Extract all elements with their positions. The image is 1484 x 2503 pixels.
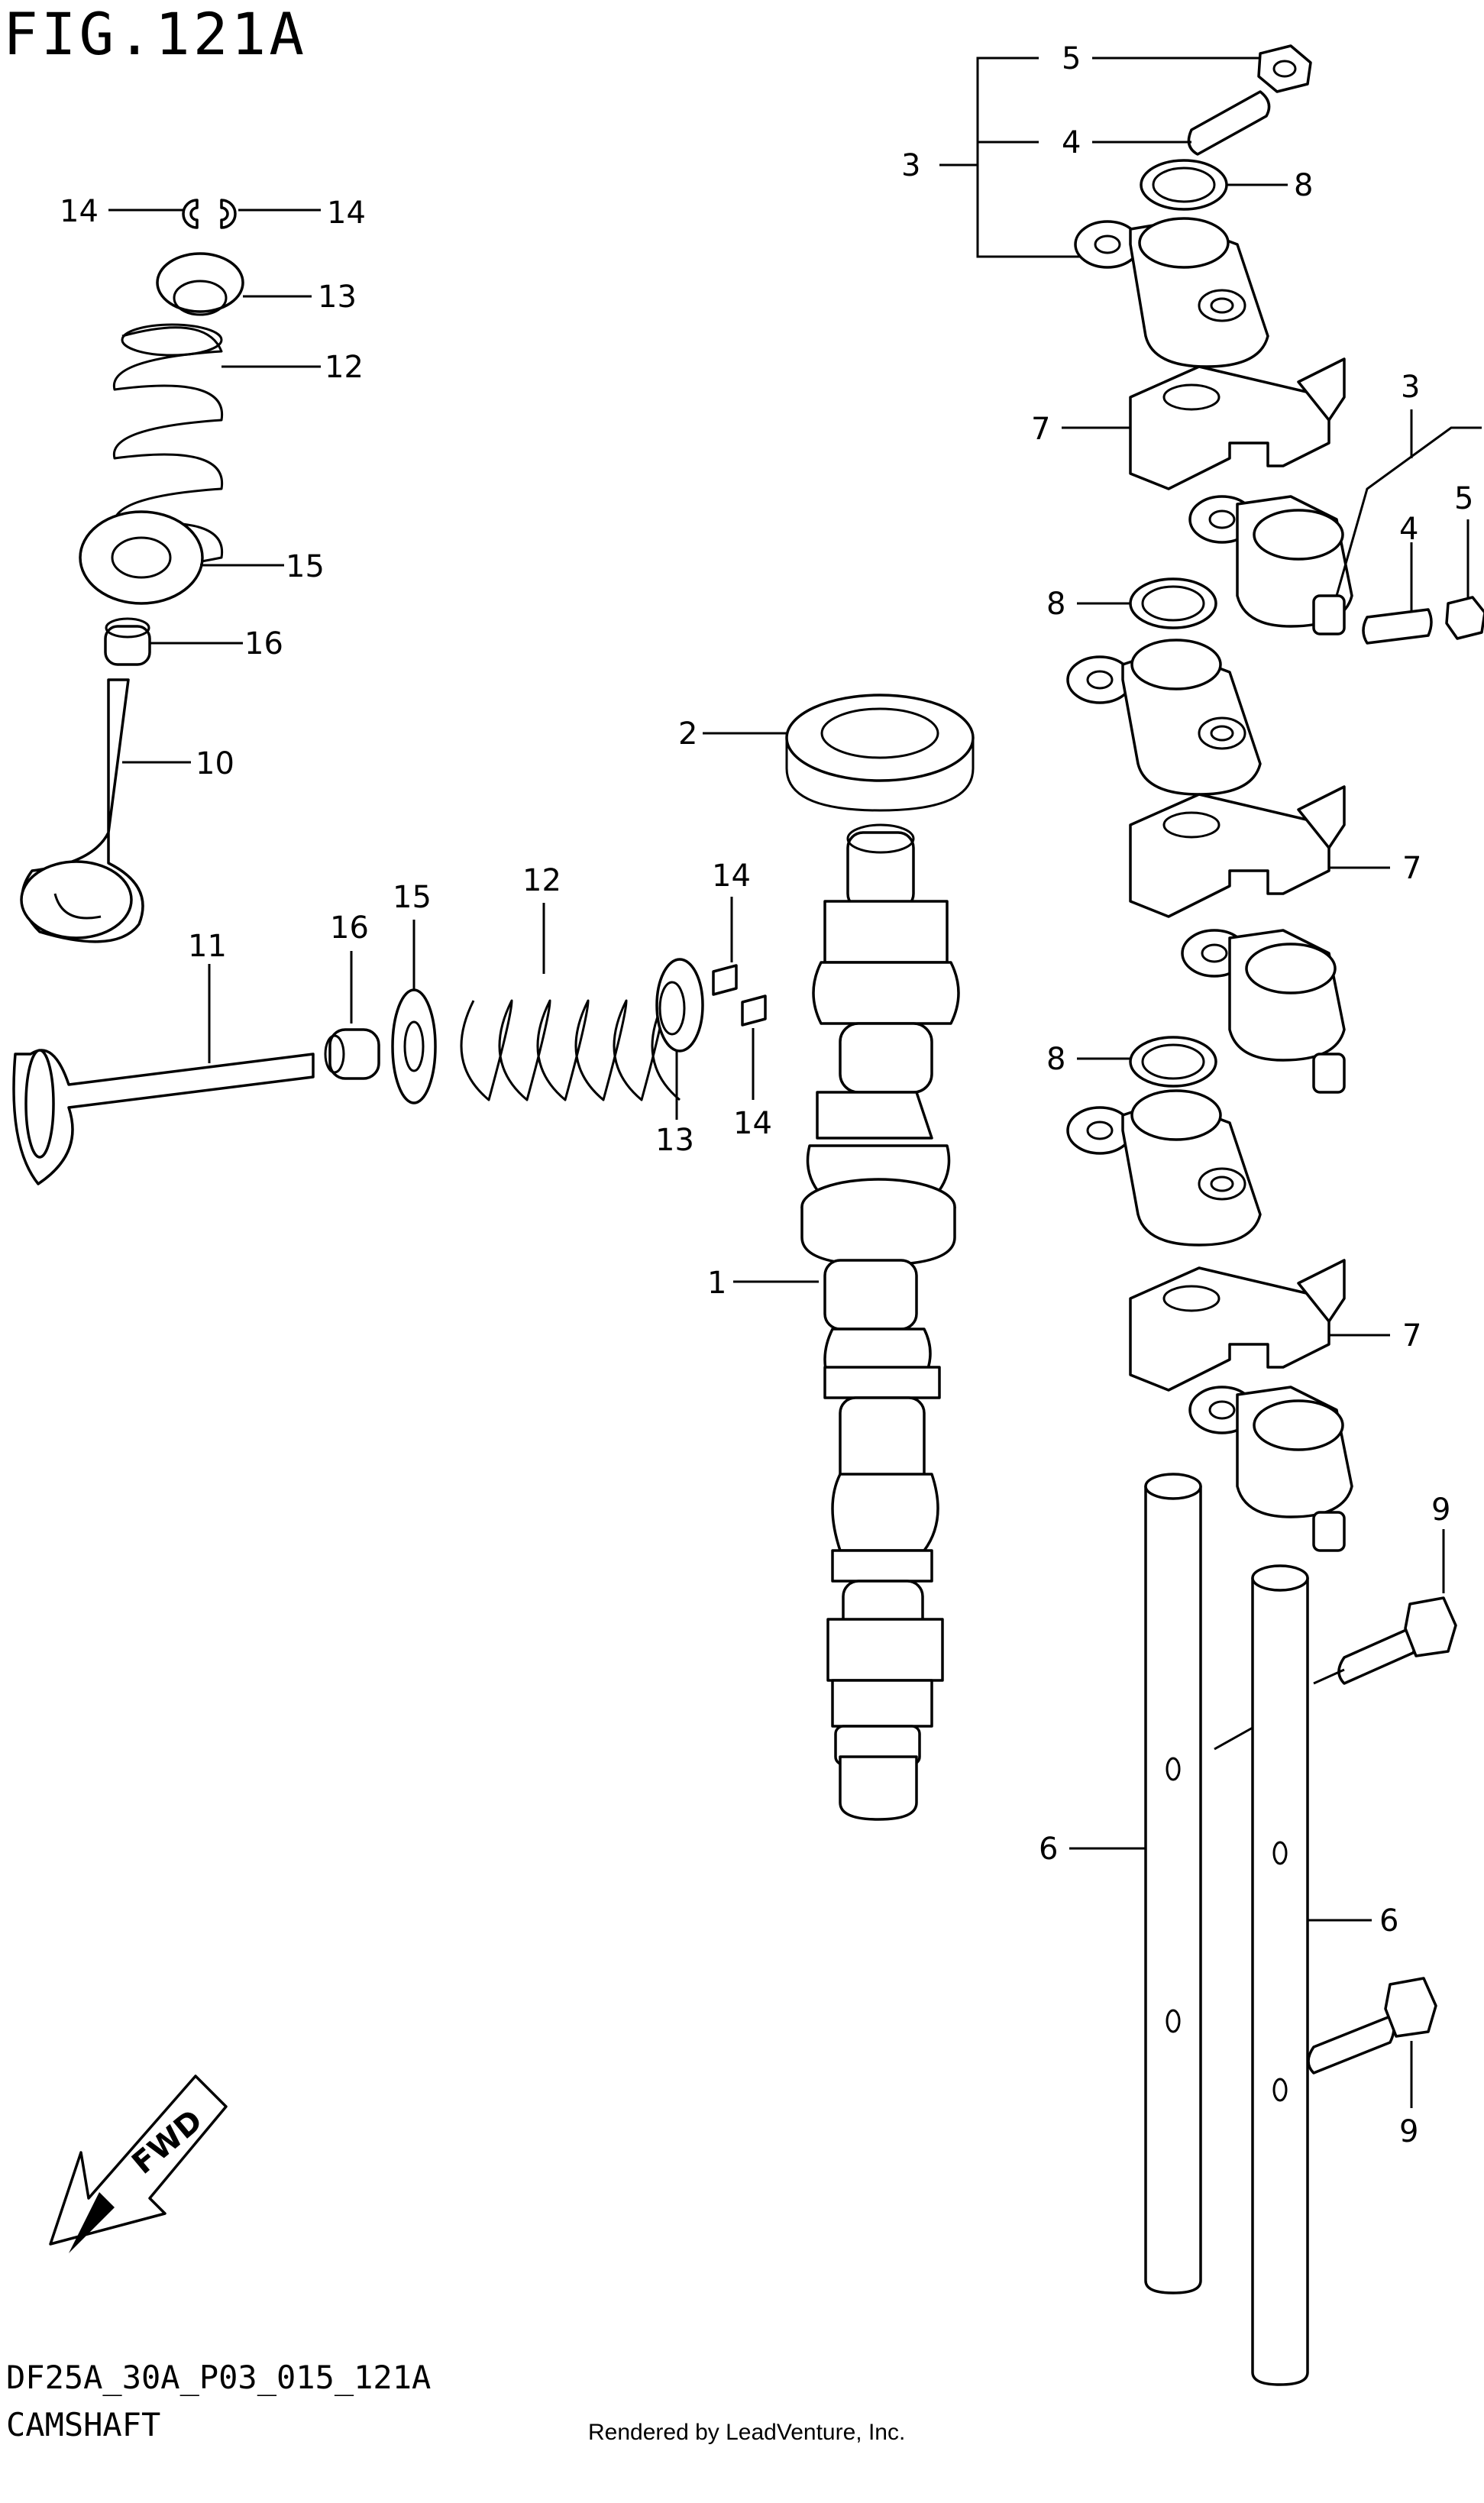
rocker-arm-2[interactable] — [1188, 495, 1353, 635]
rocker-shaft-holder-1[interactable]: 7 — [1031, 357, 1346, 490]
callout-9: 9 — [1431, 1492, 1450, 1528]
rocker-shaft-holder-2[interactable]: 7 — [1129, 785, 1421, 918]
callout-11: 11 — [188, 929, 227, 964]
callout-9: 9 — [1399, 2114, 1418, 2149]
callout-10: 10 — [196, 746, 234, 781]
rocker-adjust-nut-2[interactable] — [1445, 596, 1484, 640]
valve-spring-retainer-2[interactable]: 13 — [655, 958, 704, 1158]
callout-14: 14 — [712, 859, 751, 894]
callout-14: 14 — [733, 1106, 772, 1141]
camshaft[interactable]: 1 — [707, 823, 960, 1821]
valve-spring-retainer[interactable]: 13 — [156, 252, 357, 316]
intake-valve[interactable]: 11 — [12, 929, 315, 1185]
callout-8: 8 — [1046, 1042, 1065, 1077]
callout-3: 3 — [901, 148, 920, 183]
callout-6: 6 — [1379, 1903, 1398, 1939]
valve-stem-seal-2[interactable]: 16 — [324, 910, 380, 1080]
callout-15: 15 — [286, 549, 325, 584]
callout-5: 5 — [1454, 481, 1473, 516]
callout-3: 3 — [1401, 370, 1420, 405]
callout-16: 16 — [330, 910, 369, 946]
rocker-arm-4[interactable] — [1181, 929, 1346, 1094]
valve-spring-seat-2[interactable]: 15 — [391, 880, 437, 1104]
callout-7: 7 — [1402, 1318, 1421, 1353]
rocker-adjust-screw-top[interactable] — [1092, 90, 1271, 156]
callout-8: 8 — [1294, 168, 1313, 203]
diagram-code: DF25A_30A_P03_015_121A — [6, 2359, 432, 2396]
rocker-adjust-screw-2[interactable]: 4 — [1362, 512, 1433, 645]
rocker-shaft-bolt-2[interactable]: 9 — [1307, 1977, 1437, 2149]
callout-12: 12 — [325, 350, 364, 385]
rocker-arm-group-bracket-2: 3 5 — [1335, 370, 1482, 611]
figure-title: FIG.121A — [3, 0, 308, 68]
callout-4: 4 — [1399, 512, 1418, 547]
rocker-shaft-holder-3[interactable]: 7 — [1129, 1259, 1421, 1392]
valve-collet-pair[interactable]: 14 14 — [60, 194, 366, 231]
rocker-shaft-o-ring-3[interactable]: 8 — [1046, 1036, 1217, 1088]
rocker-arm-6[interactable] — [1188, 1386, 1353, 1552]
callout-4: 4 — [1062, 125, 1081, 160]
callout-1: 1 — [707, 1266, 726, 1301]
callout-13: 13 — [655, 1123, 694, 1158]
valve-spring-seat[interactable]: 15 — [79, 510, 325, 605]
callout-12: 12 — [522, 863, 561, 898]
rocker-arm-3[interactable] — [1066, 639, 1262, 796]
camshaft-oil-seal[interactable]: 2 — [678, 694, 975, 812]
exhaust-valve[interactable]: 10 — [20, 678, 234, 943]
callout-7: 7 — [1402, 851, 1421, 886]
rocker-shaft-o-ring-2[interactable]: 8 — [1046, 577, 1217, 629]
rocker-shaft-bolt-1[interactable]: 9 — [1214, 1492, 1457, 1751]
callout-14: 14 — [60, 194, 99, 229]
callout-13: 13 — [318, 280, 357, 315]
rocker-adjust-nut-top[interactable] — [1092, 44, 1312, 93]
callout-15: 15 — [393, 880, 432, 915]
callout-7: 7 — [1031, 412, 1050, 447]
callout-14: 14 — [327, 196, 366, 231]
callout-8: 8 — [1046, 587, 1065, 622]
rocker-arm-1[interactable] — [1074, 217, 1269, 368]
rocker-shaft-2[interactable]: 6 — [1251, 1564, 1398, 2386]
rocker-shaft-o-ring-top[interactable]: 8 — [1140, 159, 1313, 211]
valve-spring-2[interactable]: 12 — [460, 863, 681, 1101]
section-name: CAMSHAFT — [6, 2406, 161, 2443]
rocker-shaft-1[interactable]: 6 — [1039, 1473, 1202, 2294]
valve-collet-pair-2[interactable]: 14 14 — [712, 859, 772, 1141]
valve-stem-seal[interactable]: 16 — [104, 617, 283, 666]
callout-5: 5 — [1062, 41, 1081, 76]
fwd-direction-arrow: FWD — [49, 2075, 228, 2253]
rocker-arm-5[interactable] — [1066, 1089, 1262, 1247]
render-credit: Rendered by LeadVenture, Inc. — [588, 2420, 906, 2445]
callout-6: 6 — [1039, 1832, 1058, 1867]
callout-16: 16 — [244, 626, 283, 661]
rocker-arm-group-bracket: 3 5 4 — [901, 41, 1107, 258]
callout-2: 2 — [678, 716, 697, 752]
valve-spring[interactable]: 12 — [112, 323, 364, 569]
